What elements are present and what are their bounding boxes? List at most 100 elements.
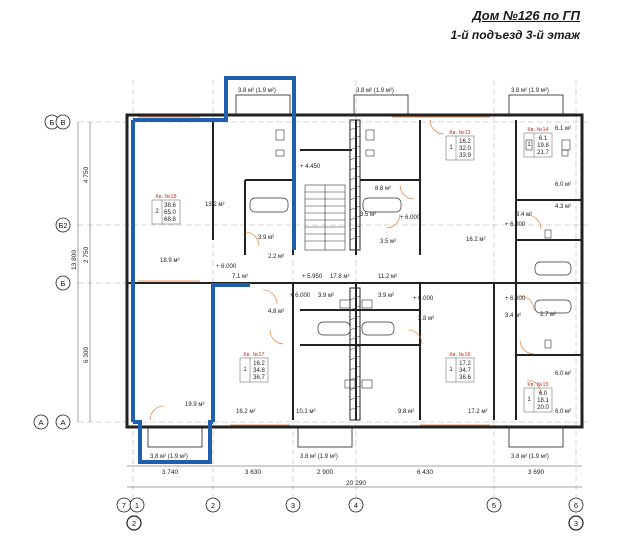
interior-walls	[127, 120, 582, 420]
svg-text:16.2: 16.2	[253, 361, 265, 367]
room-area: 18.9 м²	[160, 258, 179, 264]
room-area: 3.8 м²	[418, 316, 434, 322]
axis-label-left-5: А	[38, 418, 43, 427]
dim-bottom-2: 3 630	[245, 469, 262, 476]
balcony-area-bot-3: 3.8 м² (1.9 м²)	[511, 454, 549, 460]
axis-label-bottom-7: 6	[574, 501, 578, 510]
svg-text:19.8: 19.8	[537, 143, 549, 149]
svg-text:17.2: 17.2	[459, 361, 471, 367]
room-area: 8.8 м²	[375, 186, 391, 192]
axis-label-bottom-3: 2	[211, 501, 215, 510]
dim-bottom-4: 6 430	[417, 469, 434, 476]
axis-label-left-4: Б	[61, 279, 66, 288]
room-area: 19.9 м²	[185, 402, 204, 408]
apartment-card: Кв. №15 1 6.0 18.1 20.0	[523, 382, 553, 413]
room-area: 3.4 м²	[505, 313, 521, 319]
svg-text:1: 1	[449, 145, 453, 151]
plan-subtitle: 1-й подъезд 3-й этаж	[450, 28, 580, 42]
room-area: 3.5 м²	[360, 212, 376, 218]
level-mark: + 6.000	[400, 215, 421, 221]
highlight-outline	[131, 76, 296, 464]
plan-title: Дом №126 по ГП	[472, 8, 580, 23]
dim-left-1: 4 750	[83, 166, 90, 183]
room-area: 3.9 м²	[258, 235, 274, 241]
apartment-label: Кв. №15	[527, 382, 548, 388]
apartment-label: Кв. №13	[449, 130, 470, 136]
level-mark: + 6.000	[505, 222, 526, 228]
apartment-card: Кв. №18 2 38.6 65.0 68.8	[151, 194, 181, 225]
room-area: 6.0 м²	[555, 371, 571, 377]
axis-label-left-2: В	[60, 118, 65, 127]
svg-text:68.8: 68.8	[164, 217, 176, 223]
room-area: 6.0 м²	[555, 182, 571, 188]
dim-left-2: 2 750	[83, 246, 90, 263]
axis-label-left-1: Б	[50, 118, 55, 127]
room-area: 10.1 м²	[296, 409, 315, 415]
svg-text:32.0: 32.0	[459, 146, 471, 152]
apartment-card: Кв. №13 1 16.2 32.0 33.9	[445, 130, 475, 161]
svg-text:38.6: 38.6	[164, 203, 176, 209]
svg-text:20.0: 20.0	[537, 405, 549, 411]
dim-bottom-5: 3 690	[528, 469, 545, 476]
dim-left-total: 13 800	[71, 250, 78, 270]
apartment-card: Кв. №17 1 16.2 34.8 36.7	[239, 352, 269, 383]
balcony-area-top-3: 3.8 м² (1.9 м²)	[511, 88, 549, 94]
staircase	[304, 184, 346, 251]
level-mark: + 4.450	[300, 164, 321, 170]
axis-label-bottom-5: 4	[354, 501, 358, 510]
apartment-label: Кв. №17	[243, 352, 264, 358]
room-area: 7.1 м²	[232, 274, 248, 280]
axis-label-left-3: Б2	[58, 221, 67, 230]
room-area: 11.2 м²	[378, 274, 397, 280]
central-shaft	[349, 119, 361, 421]
room-area: 2.2 м²	[268, 254, 284, 260]
room-area: 17.8 м²	[330, 274, 349, 280]
svg-text:2: 2	[155, 209, 159, 215]
room-area: 16.2 м²	[466, 237, 485, 243]
apartment-card: Кв. №16 1 17.2 34.7 36.6	[445, 352, 475, 383]
axis-circled-1: 2	[132, 519, 136, 528]
balconies	[147, 94, 564, 448]
apartment-label: Кв. №16	[449, 352, 470, 358]
room-area: 4.3 м²	[555, 204, 571, 210]
apartment-card: Кв. №14 1 6.1 19.8 21.7	[523, 127, 553, 158]
dim-bottom-3: 2 900	[317, 469, 334, 476]
room-area: 6.1 м²	[555, 126, 571, 132]
svg-text:18.1: 18.1	[537, 398, 549, 404]
svg-text:1: 1	[527, 397, 531, 403]
room-area: 16.2 м²	[236, 409, 255, 415]
room-area: 3.5 м²	[380, 239, 396, 245]
room-area: 9.8 м²	[398, 409, 414, 415]
room-area: 3.9 м²	[318, 293, 334, 299]
axis-label-bottom-2: 1	[135, 501, 139, 510]
axis-label-bottom-1: 7	[122, 501, 126, 510]
fixtures	[275, 129, 571, 389]
svg-text:6.1: 6.1	[539, 136, 548, 142]
svg-text:65.0: 65.0	[164, 210, 176, 216]
level-mark: + 5.950	[302, 274, 323, 280]
level-mark: + 6.000	[413, 296, 434, 302]
apartment-label: Кв. №18	[155, 194, 176, 200]
room-area: 6.0 м²	[555, 409, 571, 415]
svg-text:1: 1	[527, 142, 531, 148]
svg-text:36.7: 36.7	[253, 375, 265, 381]
svg-text:34.7: 34.7	[459, 368, 471, 374]
balcony-area-bot-2: 3.8 м² (1.9 м²)	[300, 454, 338, 460]
level-mark: + 6.000	[505, 296, 526, 302]
axis-label-bottom-4: 3	[291, 501, 295, 510]
svg-text:1: 1	[449, 367, 453, 373]
svg-text:16.2: 16.2	[459, 139, 471, 145]
axis-bubbles-bottom: 7 1 2 3 4 5 6 2 3	[116, 497, 584, 531]
apartment-label: Кв. №14	[527, 127, 548, 133]
dim-bottom-1: 3 740	[162, 469, 179, 476]
room-area: 4.8 м²	[268, 309, 284, 315]
room-area: 3.4 м²	[516, 212, 532, 218]
room-area: 2.7 м²	[540, 312, 556, 318]
svg-text:36.6: 36.6	[459, 375, 471, 381]
dim-left-3: 6 300	[83, 346, 90, 363]
door-swings	[149, 119, 542, 421]
level-mark: + 6.000	[216, 264, 237, 270]
svg-text:1: 1	[243, 367, 247, 373]
axis-circled-2: 3	[574, 519, 578, 528]
